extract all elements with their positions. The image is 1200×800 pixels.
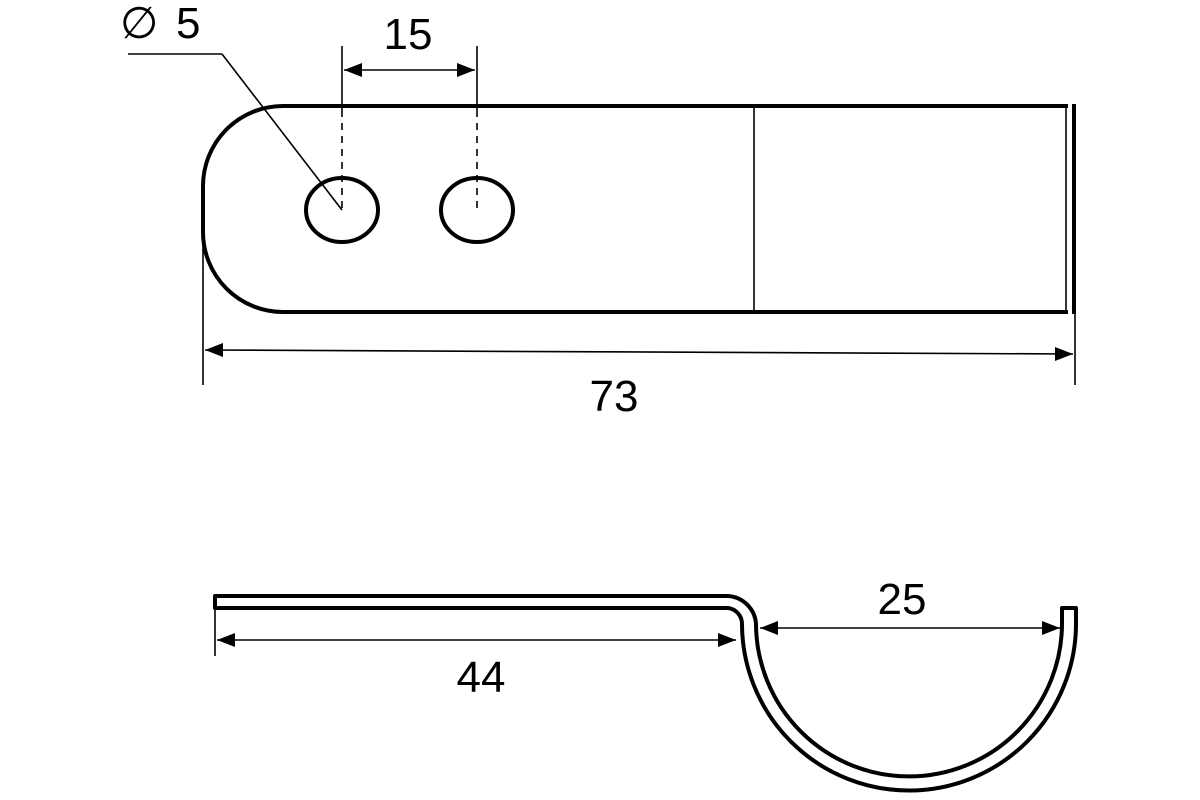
flat-length-arrow-right [718,633,736,647]
diameter-symbol: ∅ [120,0,158,48]
diameter-leader-diagonal [221,53,343,211]
diameter-value: 5 [176,0,200,48]
flat-length-arrow-left [217,633,235,647]
hole-right [439,176,515,244]
strip-outline [201,104,1068,314]
top-view: 15 ∅ 5 73 [120,0,1076,421]
clamp-profile [213,594,1079,793]
clamp-span-arrow-left [760,621,778,635]
hole-spacing-arrow-right [457,63,475,77]
clamp-span-arrow-right [1042,621,1060,635]
hole-spacing-arrow-left [344,63,362,77]
side-view: 44 25 [213,575,1079,793]
clamp-span-label: 25 [878,575,927,624]
length-dimension-line [204,349,1074,355]
length-arrow-right [1055,347,1073,361]
length-arrow-left [205,343,223,357]
overall-length-label: 73 [590,372,639,421]
hole-spacing-label: 15 [384,10,433,59]
flat-length-label: 44 [457,653,506,702]
